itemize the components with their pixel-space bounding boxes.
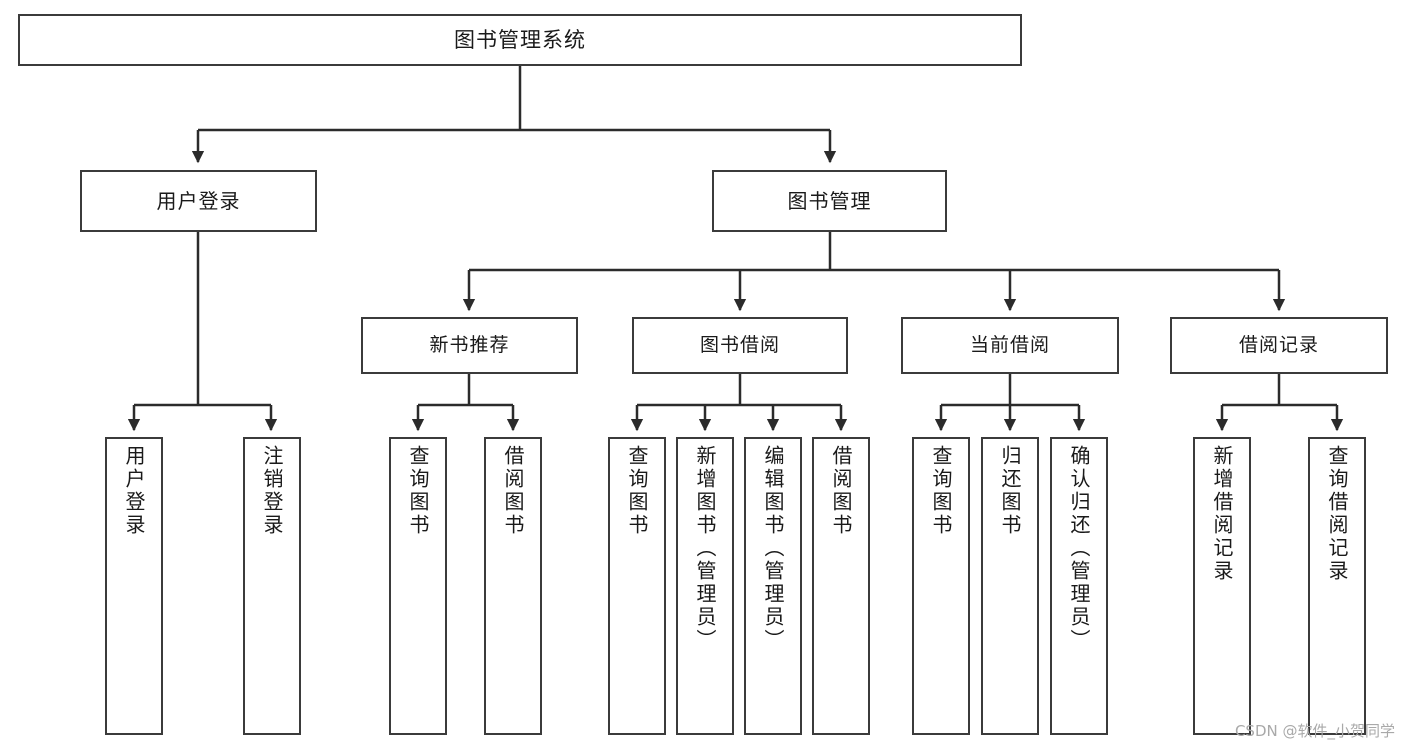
node-book-borrow-label: 图书借阅 [699, 333, 780, 356]
node-new-book-recommend[interactable]: 新书推荐 [361, 317, 578, 374]
leaf-borrow-book[interactable]: 借阅图书 [812, 437, 870, 735]
leaf-borrow-book-label: 借阅图书 [829, 445, 853, 537]
leaf-confirm-return-admin[interactable]: 确认归还（管理员） [1050, 437, 1108, 735]
leaf-query-book-borrow-label: 查询图书 [625, 445, 649, 537]
leaf-user-login-label: 用户登录 [122, 445, 146, 537]
leaf-query-book-recommend-label: 查询图书 [406, 445, 430, 537]
leaf-borrow-book-recommend[interactable]: 借阅图书 [484, 437, 542, 735]
node-root-system[interactable]: 图书管理系统 [18, 14, 1022, 66]
leaf-query-book-recommend[interactable]: 查询图书 [389, 437, 447, 735]
leaf-add-borrow-record-label: 新增借阅记录 [1210, 445, 1234, 583]
leaf-confirm-return-admin-label: 确认归还（管理员） [1067, 445, 1091, 652]
leaf-return-book[interactable]: 归还图书 [981, 437, 1039, 735]
leaf-add-borrow-record[interactable]: 新增借阅记录 [1193, 437, 1251, 735]
leaf-query-book-current[interactable]: 查询图书 [912, 437, 970, 735]
node-book-borrow[interactable]: 图书借阅 [632, 317, 848, 374]
node-current-borrow-label: 当前借阅 [969, 333, 1050, 356]
leaf-query-book-current-label: 查询图书 [929, 445, 953, 537]
leaf-add-book-admin-label: 新增图书（管理员） [693, 445, 717, 652]
leaf-logout[interactable]: 注销登录 [243, 437, 301, 735]
node-user-login[interactable]: 用户登录 [80, 170, 317, 232]
leaf-edit-book-admin[interactable]: 编辑图书（管理员） [744, 437, 802, 735]
leaf-edit-book-admin-label: 编辑图书（管理员） [761, 445, 785, 652]
node-book-management-label: 图书管理 [787, 188, 872, 213]
node-borrow-record-label: 借阅记录 [1238, 333, 1319, 356]
leaf-user-login[interactable]: 用户登录 [105, 437, 163, 735]
node-borrow-record[interactable]: 借阅记录 [1170, 317, 1388, 374]
node-new-book-recommend-label: 新书推荐 [429, 333, 510, 356]
leaf-logout-label: 注销登录 [260, 445, 284, 537]
node-book-management[interactable]: 图书管理 [712, 170, 947, 232]
node-user-login-label: 用户登录 [156, 188, 241, 213]
leaf-return-book-label: 归还图书 [998, 445, 1022, 537]
leaf-query-book-borrow[interactable]: 查询图书 [608, 437, 666, 735]
leaf-add-book-admin[interactable]: 新增图书（管理员） [676, 437, 734, 735]
leaf-query-borrow-record-label: 查询借阅记录 [1325, 445, 1349, 583]
leaf-query-borrow-record[interactable]: 查询借阅记录 [1308, 437, 1366, 735]
leaf-borrow-book-recommend-label: 借阅图书 [501, 445, 525, 537]
node-current-borrow[interactable]: 当前借阅 [901, 317, 1119, 374]
node-root-system-label: 图书管理系统 [454, 27, 586, 52]
